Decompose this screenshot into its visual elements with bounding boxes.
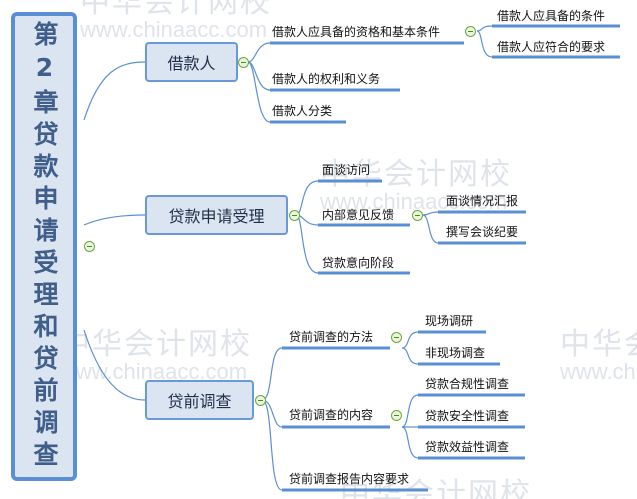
watermark: 中华会计网校 [340,478,532,499]
topic-loan-application[interactable]: 贷款申请受理 [145,195,288,235]
collapse-toggle-icon[interactable] [84,241,95,252]
collapse-toggle-icon[interactable] [412,210,423,221]
subtopic[interactable]: 贷款合规性调查 [425,377,510,391]
subtopic[interactable]: 贷前调查报告内容要求 [289,472,410,486]
collapse-toggle-icon[interactable] [465,26,476,37]
subtopic[interactable]: 借款人应符合的要求 [497,40,606,54]
topic-label: 贷款申请受理 [168,207,265,226]
subtopic[interactable]: 内部意见反馈 [322,208,395,222]
collapse-toggle-icon[interactable] [391,410,402,421]
subtopic[interactable]: 借款人应具备的条件 [497,9,606,23]
subtopic[interactable]: 借款人应具备的资格和基本条件 [272,25,441,39]
subtopic[interactable]: 撰写会谈纪要 [446,225,519,239]
root-title: 第2章贷款申请受理和贷前调查 [30,20,59,473]
subtopic[interactable]: 非现场调查 [425,346,486,360]
topic-borrower[interactable]: 借款人 [145,42,238,82]
collapse-toggle-icon[interactable] [289,210,300,221]
subtopic[interactable]: 借款人分类 [272,104,333,118]
subtopic[interactable]: 贷款意向阶段 [322,256,395,270]
topic-label: 借款人 [167,54,216,73]
subtopic[interactable]: 借款人的权利和义务 [272,72,381,86]
collapse-toggle-icon[interactable] [238,57,249,68]
collapse-toggle-icon[interactable] [255,395,266,406]
subtopic[interactable]: 贷款安全性调查 [425,409,510,423]
subtopic[interactable]: 面谈情况汇报 [446,194,519,208]
root-topic[interactable]: 第2章贷款申请受理和贷前调查 [11,12,77,481]
topic-pre-loan-investigation[interactable]: 贷前调查 [145,380,254,420]
subtopic[interactable]: 贷前调查的方法 [289,330,374,344]
subtopic[interactable]: 贷前调查的内容 [289,408,374,422]
subtopic[interactable]: 面谈访问 [322,163,371,177]
topic-label: 贷前调查 [167,392,232,411]
collapse-toggle-icon[interactable] [391,332,402,343]
subtopic[interactable]: 贷款效益性调查 [425,440,510,454]
subtopic[interactable]: 现场调研 [425,314,474,328]
